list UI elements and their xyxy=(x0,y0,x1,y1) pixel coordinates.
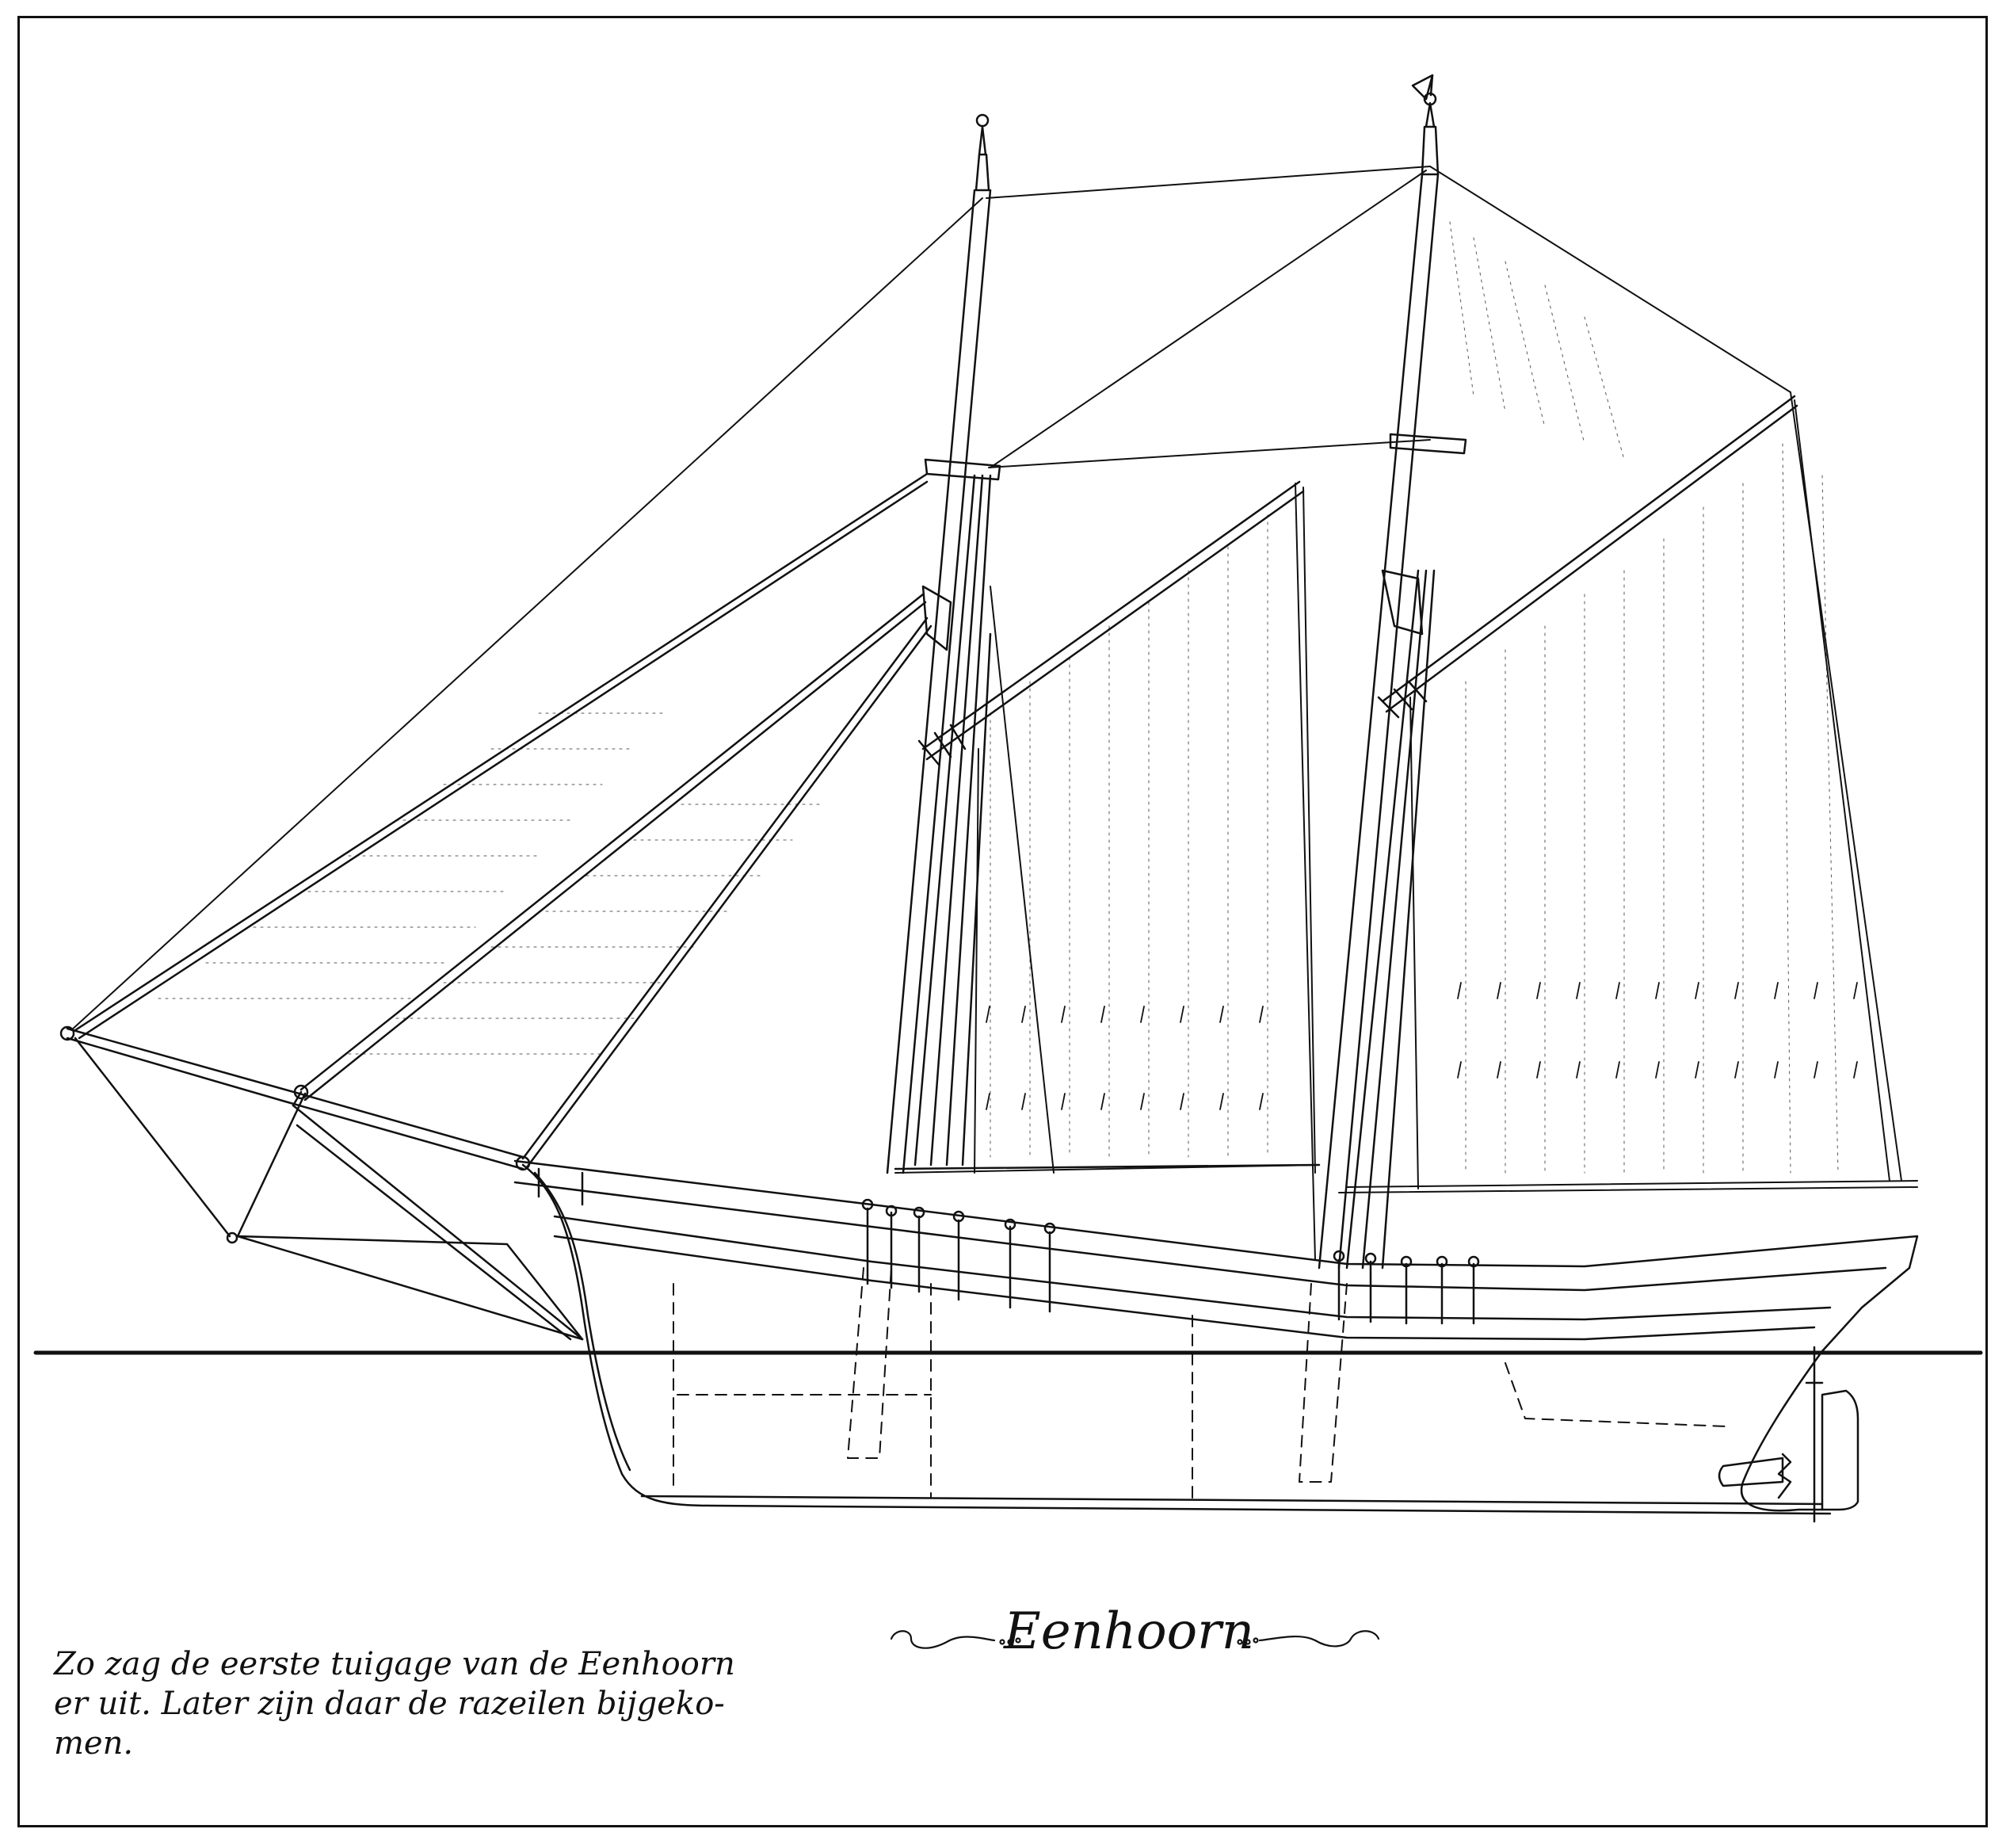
ship-name-title: Eenhoorn xyxy=(1003,1602,1254,1661)
fore-gaff xyxy=(917,480,1305,766)
bowsprit xyxy=(59,1025,584,1341)
caption-line-3: men. xyxy=(54,1725,134,1762)
caption-line-1: Zo zag de eerste tuigage van de Eenhoorn xyxy=(54,1646,735,1682)
figure-caption: Zo zag de eerste tuigage van de Eenhoorn… xyxy=(54,1644,735,1763)
page-border xyxy=(17,16,1988,1827)
mainsail xyxy=(1338,399,1918,1193)
headsails xyxy=(74,472,933,1169)
sail-seams xyxy=(158,221,1839,1174)
caption-line-2: er uit. Later zijn daar de razeilen bijg… xyxy=(54,1686,725,1722)
foresail xyxy=(894,487,1320,1174)
fore-boom xyxy=(894,1163,1321,1170)
main-gaff xyxy=(1377,395,1798,719)
mainmast xyxy=(1318,74,1467,1270)
hull-internal-dashes xyxy=(673,1267,1728,1506)
reef-points xyxy=(986,982,1858,1110)
deadeyes xyxy=(861,1198,1480,1325)
foremast xyxy=(886,113,1001,1174)
hull xyxy=(513,1159,1919,1523)
name-ornament xyxy=(890,1630,1380,1649)
